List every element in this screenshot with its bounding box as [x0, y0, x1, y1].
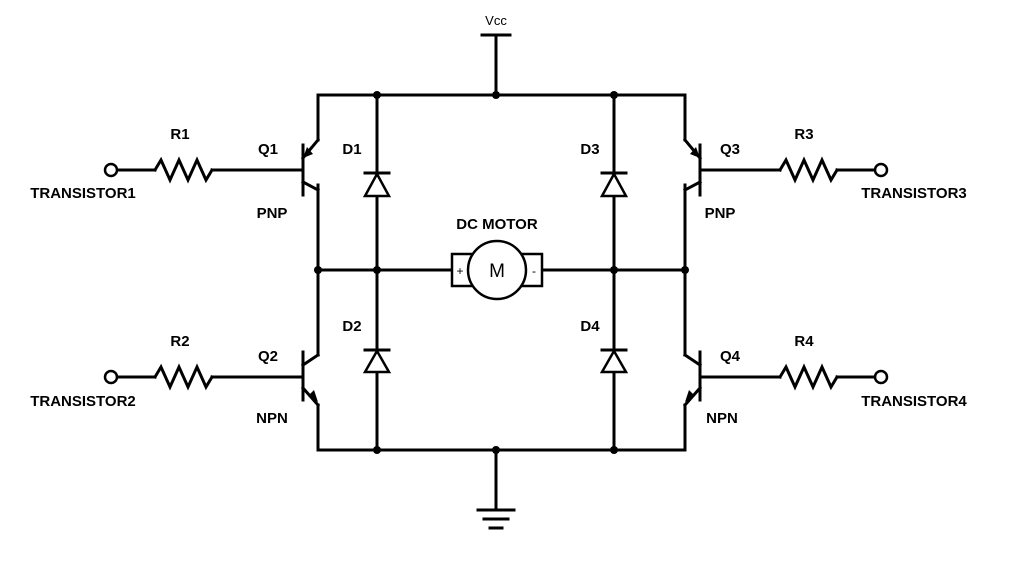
q2-ref: Q2: [258, 348, 278, 365]
r1-label: R1: [170, 126, 189, 143]
r4-label: R4: [794, 333, 814, 350]
bottom-rail: [316, 403, 687, 452]
resistor-r3: [698, 156, 876, 184]
top-rail: [316, 93, 687, 142]
input-label-2: TRANSISTOR2: [30, 393, 136, 410]
motor-symbol: M: [489, 261, 505, 282]
q4-ref: Q4: [720, 348, 741, 365]
q3-type: PNP: [705, 205, 736, 222]
motor-label: DC MOTOR: [456, 216, 538, 233]
input-terminal-4: [873, 369, 889, 385]
input-terminal-3: [873, 162, 889, 178]
q1-ref: Q1: [258, 141, 278, 158]
diode-d4: [599, 348, 629, 374]
input-terminal-2: [103, 369, 119, 385]
motor-minus: -: [532, 264, 536, 278]
resistor-r2: [116, 363, 305, 391]
vcc-supply: Vcc: [480, 13, 512, 97]
r2-label: R2: [170, 333, 189, 350]
transistor-q1: [300, 137, 321, 197]
input-label-1: TRANSISTOR1: [30, 185, 136, 202]
ground-symbol: [476, 448, 516, 530]
d1-label: D1: [342, 141, 361, 158]
transistor-q2: [300, 350, 321, 408]
resistor-r1: [116, 156, 305, 184]
diode-d2: [362, 348, 392, 374]
resistor-r4: [698, 363, 876, 391]
d4-label: D4: [580, 318, 600, 335]
q3-ref: Q3: [720, 141, 740, 158]
q4-type: NPN: [706, 410, 738, 427]
transistor-q4: [682, 350, 703, 408]
diode-d3: [599, 171, 629, 198]
d2-label: D2: [342, 318, 361, 335]
r3-label: R3: [794, 126, 813, 143]
junction-dots: [314, 91, 689, 454]
vcc-label: Vcc: [485, 13, 507, 28]
diode-d1: [362, 171, 392, 198]
d3-label: D3: [580, 141, 599, 158]
input-label-4: TRANSISTOR4: [861, 393, 967, 410]
q1-type: PNP: [257, 205, 288, 222]
q2-type: NPN: [256, 410, 288, 427]
input-label-3: TRANSISTOR3: [861, 185, 967, 202]
input-terminal-1: [103, 162, 119, 178]
transistor-q3: [682, 137, 703, 197]
dc-motor: M + -: [450, 239, 544, 301]
motor-plus: +: [456, 264, 463, 278]
